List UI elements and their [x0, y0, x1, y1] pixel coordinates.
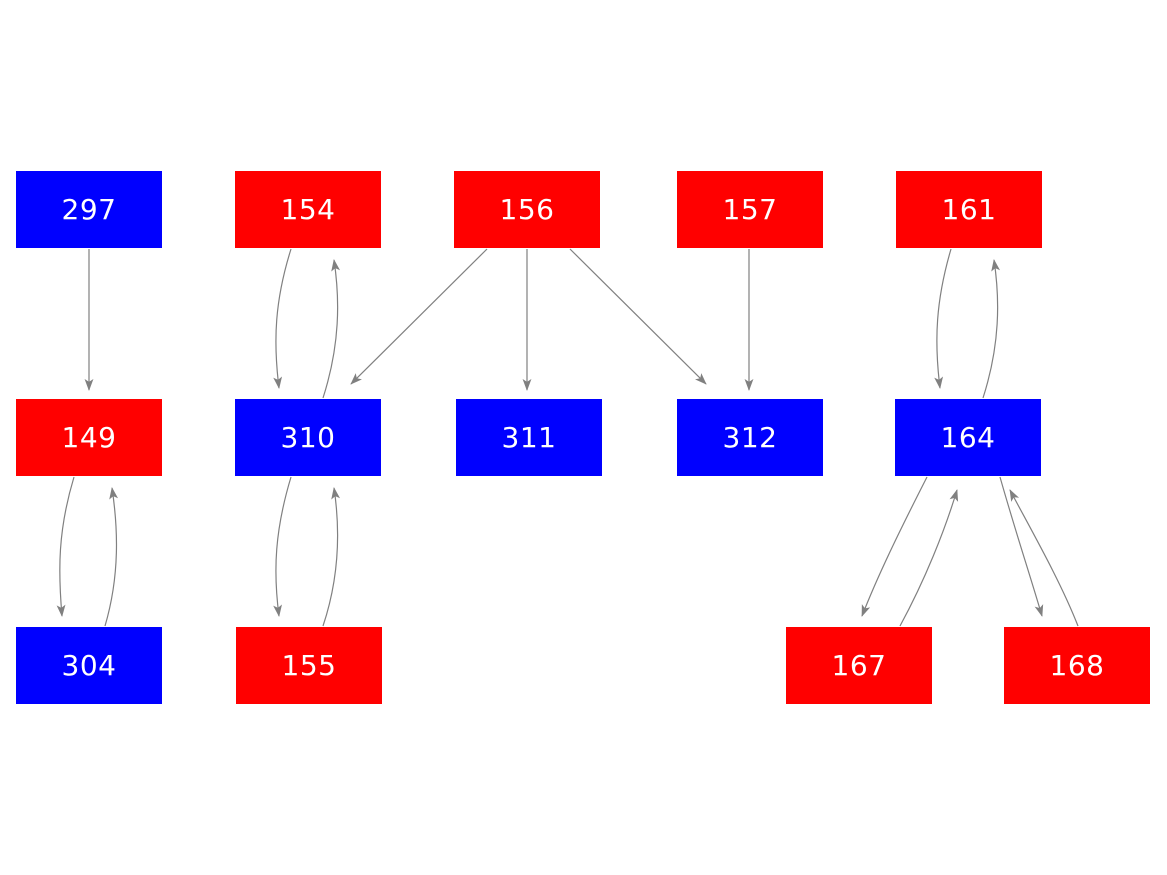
edge-161-to-164 — [934, 248, 952, 389]
node-label: 168 — [1049, 648, 1105, 682]
node-label: 149 — [61, 420, 117, 454]
node-label: 161 — [941, 192, 997, 226]
edge-164-to-167 — [861, 476, 928, 617]
edge-149-to-304 — [56, 476, 75, 617]
edge-group — [56, 248, 1079, 627]
edge-155-to-310 — [322, 487, 341, 627]
node-label: 297 — [61, 192, 117, 226]
graph-node-297[interactable]: 297 — [16, 171, 162, 248]
edge-164-to-161 — [982, 259, 1001, 399]
graph-node-164[interactable]: 164 — [895, 399, 1041, 476]
graph-node-311[interactable]: 311 — [456, 399, 602, 476]
node-label: 312 — [722, 420, 778, 454]
edge-310-to-154 — [322, 259, 341, 399]
graph-node-168[interactable]: 168 — [1004, 627, 1150, 704]
edge-310-to-155 — [273, 476, 292, 617]
node-label: 164 — [940, 420, 996, 454]
node-label: 167 — [831, 648, 887, 682]
graph-node-310[interactable]: 310 — [235, 399, 381, 476]
graph-node-312[interactable]: 312 — [677, 399, 823, 476]
node-label: 154 — [280, 192, 336, 226]
node-label: 304 — [61, 648, 117, 682]
graph-node-167[interactable]: 167 — [786, 627, 932, 704]
node-label: 310 — [280, 420, 336, 454]
node-label: 156 — [499, 192, 555, 226]
edge-168-to-164 — [1009, 489, 1079, 627]
graph-node-156[interactable]: 156 — [454, 171, 600, 248]
node-label: 311 — [501, 420, 557, 454]
graph-node-149[interactable]: 149 — [16, 399, 162, 476]
graph-node-154[interactable]: 154 — [235, 171, 381, 248]
graph-node-304[interactable]: 304 — [16, 627, 162, 704]
edge-154-to-310 — [273, 248, 292, 389]
edge-304-to-149 — [104, 487, 119, 627]
graph-node-155[interactable]: 155 — [236, 627, 382, 704]
node-label: 155 — [281, 648, 337, 682]
edge-164-to-168 — [999, 476, 1044, 617]
graph-node-161[interactable]: 161 — [896, 171, 1042, 248]
graph-node-157[interactable]: 157 — [677, 171, 823, 248]
edge-156-to-310 — [350, 248, 488, 385]
edge-156-to-312 — [569, 248, 707, 385]
node-label: 157 — [722, 192, 778, 226]
edge-167-to-164 — [899, 489, 959, 627]
